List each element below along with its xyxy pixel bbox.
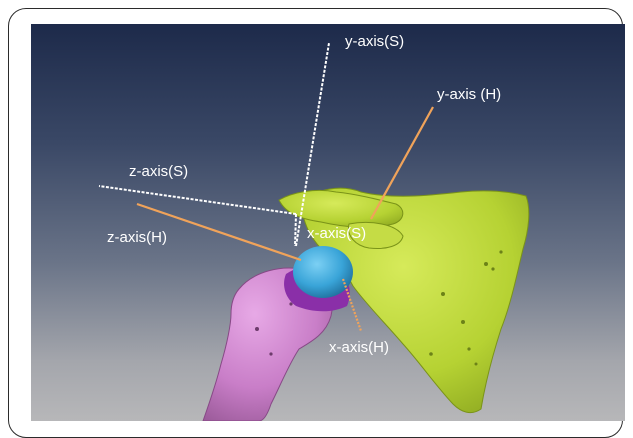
y-axis-h-label: y-axis (H)	[437, 86, 501, 103]
x-axis-s-line	[295, 214, 296, 246]
z-axis-s-line	[99, 186, 296, 214]
z-axis-h-label: z-axis(H)	[107, 229, 167, 246]
humeral-head	[293, 246, 353, 298]
x-axis-s-label: x-axis(S)	[307, 225, 366, 242]
scapula-axes	[99, 43, 329, 246]
shoulder-model-scene: y-axis(S) y-axis (H) z-axis(S) z-axis(H)…	[31, 24, 625, 421]
3d-render-viewport: y-axis(S) y-axis (H) z-axis(S) z-axis(H)…	[31, 24, 625, 421]
x-axis-h-label: x-axis(H)	[329, 339, 389, 356]
z-axis-s-label: z-axis(S)	[129, 163, 188, 180]
y-axis-s-label: y-axis(S)	[345, 33, 404, 50]
